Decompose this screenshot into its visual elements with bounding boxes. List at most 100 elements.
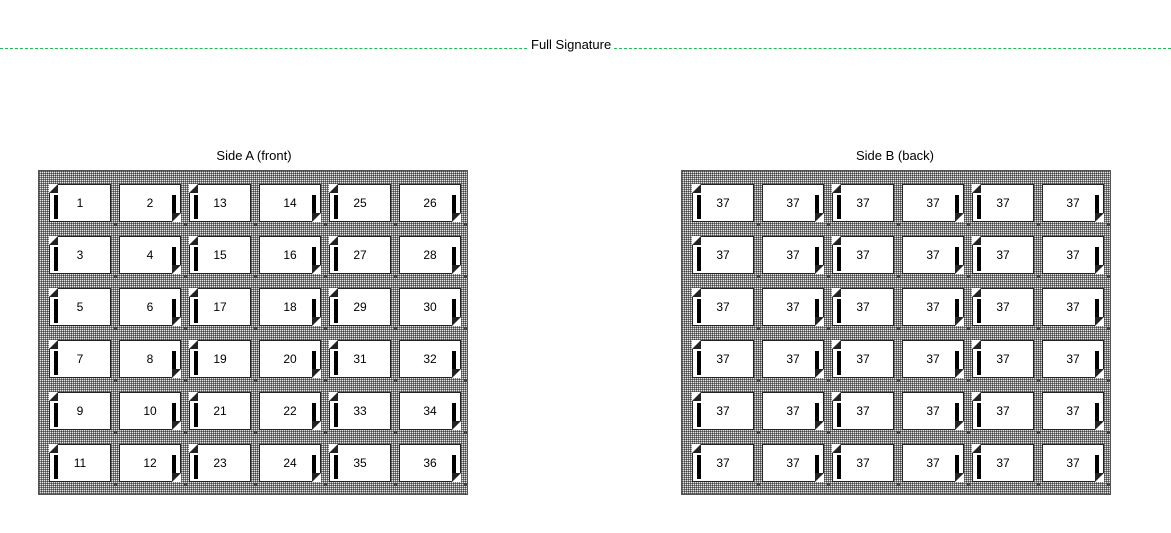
crop-mark: [114, 275, 117, 278]
page-cell-a-r4-c6[interactable]: 32: [396, 337, 467, 380]
page-cell-a-r1-c4[interactable]: 14: [256, 181, 327, 224]
page-cell-b-r5-c6[interactable]: 37: [1039, 389, 1110, 432]
page-cell-a-r6-c1[interactable]: 11: [46, 441, 117, 484]
page-cell-a-r1-c2[interactable]: 2: [116, 181, 187, 224]
page-number: 15: [213, 248, 227, 262]
page-cell-a-r5-c4[interactable]: 22: [256, 389, 327, 432]
page-cell-b-r4-c4[interactable]: 37: [899, 337, 970, 380]
page-cell-a-r1-c6[interactable]: 26: [396, 181, 467, 224]
page-cell-a-r4-c4[interactable]: 20: [256, 337, 327, 380]
page-thumbnail: 22: [259, 392, 321, 430]
page-cell-b-r4-c6[interactable]: 37: [1039, 337, 1110, 380]
page-cell-a-r3-c2[interactable]: 6: [116, 285, 187, 328]
page-cell-b-r4-c2[interactable]: 37: [759, 337, 830, 380]
page-cell-b-r3-c5[interactable]: 37: [969, 285, 1040, 328]
page-cell-b-r5-c5[interactable]: 37: [969, 389, 1040, 432]
page-cell-a-r6-c6[interactable]: 36: [396, 441, 467, 484]
page-cell-b-r2-c5[interactable]: 37: [969, 233, 1040, 276]
page-cell-a-r1-c5[interactable]: 25: [326, 181, 397, 224]
page-cell-b-r1-c3[interactable]: 37: [829, 181, 900, 224]
crop-mark: [324, 483, 327, 486]
page-cell-a-r1-c3[interactable]: 13: [186, 181, 257, 224]
dog-ear-corner-icon: [189, 236, 198, 245]
page-cell-a-r3-c5[interactable]: 29: [326, 285, 397, 328]
page-cell-b-r5-c3[interactable]: 37: [829, 389, 900, 432]
page-cell-b-r5-c4[interactable]: 37: [899, 389, 970, 432]
page-cell-b-r6-c6[interactable]: 37: [1039, 441, 1110, 484]
page-cell-b-r5-c2[interactable]: 37: [759, 389, 830, 432]
page-number: 3: [76, 248, 84, 262]
page-thumbnail: 37: [832, 340, 894, 378]
page-cell-a-r2-c1[interactable]: 3: [46, 233, 117, 276]
page-cell-a-r4-c1[interactable]: 7: [46, 337, 117, 380]
page-cell-a-r6-c4[interactable]: 24: [256, 441, 327, 484]
spine-left-icon: [977, 403, 981, 427]
dog-ear-corner-icon: [1095, 369, 1104, 378]
crop-mark: [254, 431, 257, 434]
page-cell-a-r2-c2[interactable]: 4: [116, 233, 187, 276]
page-cell-a-r5-c1[interactable]: 9: [46, 389, 117, 432]
spine-right-icon: [172, 351, 176, 375]
page-cell-a-r5-c5[interactable]: 33: [326, 389, 397, 432]
page-cell-b-r2-c1[interactable]: 37: [689, 233, 760, 276]
page-cell-b-r2-c6[interactable]: 37: [1039, 233, 1110, 276]
page-cell-a-r6-c2[interactable]: 12: [116, 441, 187, 484]
page-cell-a-r3-c4[interactable]: 18: [256, 285, 327, 328]
page-cell-b-r3-c2[interactable]: 37: [759, 285, 830, 328]
crop-mark: [394, 275, 397, 278]
crop-mark: [394, 379, 397, 382]
page-cell-a-r2-c6[interactable]: 28: [396, 233, 467, 276]
page-cell-b-r1-c6[interactable]: 37: [1039, 181, 1110, 224]
page-cell-b-r5-c1[interactable]: 37: [689, 389, 760, 432]
page-cell-a-r5-c6[interactable]: 34: [396, 389, 467, 432]
page-number: 37: [786, 456, 800, 470]
page-cell-b-r6-c1[interactable]: 37: [689, 441, 760, 484]
page-cell-b-r3-c4[interactable]: 37: [899, 285, 970, 328]
dog-ear-corner-icon: [49, 444, 58, 453]
page-cell-b-r4-c3[interactable]: 37: [829, 337, 900, 380]
page-cell-b-r6-c2[interactable]: 37: [759, 441, 830, 484]
page-thumbnail: 37: [832, 392, 894, 430]
page-cell-a-r3-c6[interactable]: 30: [396, 285, 467, 328]
page-cell-a-r6-c3[interactable]: 23: [186, 441, 257, 484]
page-cell-b-r1-c4[interactable]: 37: [899, 181, 970, 224]
page-thumbnail: 26: [399, 184, 461, 222]
page-cell-a-r3-c1[interactable]: 5: [46, 285, 117, 328]
page-cell-b-r1-c1[interactable]: 37: [689, 181, 760, 224]
dog-ear-corner-icon: [329, 236, 338, 245]
page-cell-a-r4-c2[interactable]: 8: [116, 337, 187, 380]
page-cell-b-r3-c6[interactable]: 37: [1039, 285, 1110, 328]
page-cell-b-r4-c1[interactable]: 37: [689, 337, 760, 380]
dog-ear-corner-icon: [172, 213, 181, 222]
page-cell-b-r1-c2[interactable]: 37: [759, 181, 830, 224]
page-cell-b-r6-c5[interactable]: 37: [969, 441, 1040, 484]
page-cell-a-r1-c1[interactable]: 1: [46, 181, 117, 224]
page-cell-b-r4-c5[interactable]: 37: [969, 337, 1040, 380]
crop-mark: [114, 327, 117, 330]
page-cell-b-r3-c1[interactable]: 37: [689, 285, 760, 328]
page-cell-a-r3-c3[interactable]: 17: [186, 285, 257, 328]
dog-ear-corner-icon: [815, 213, 824, 222]
dog-ear-corner-icon: [189, 184, 198, 193]
page-cell-b-r6-c4[interactable]: 37: [899, 441, 970, 484]
page-thumbnail: 34: [399, 392, 461, 430]
page-thumbnail: 37: [1042, 184, 1104, 222]
page-cell-b-r1-c5[interactable]: 37: [969, 181, 1040, 224]
page-cell-a-r4-c5[interactable]: 31: [326, 337, 397, 380]
page-cell-b-r3-c3[interactable]: 37: [829, 285, 900, 328]
page-cell-a-r6-c5[interactable]: 35: [326, 441, 397, 484]
page-cell-b-r6-c3[interactable]: 37: [829, 441, 900, 484]
page-cell-b-r2-c2[interactable]: 37: [759, 233, 830, 276]
page-cell-b-r2-c4[interactable]: 37: [899, 233, 970, 276]
page-cell-a-r4-c3[interactable]: 19: [186, 337, 257, 380]
crop-mark: [1107, 431, 1110, 434]
page-cell-a-r2-c4[interactable]: 16: [256, 233, 327, 276]
page-thumbnail: 36: [399, 444, 461, 482]
page-cell-a-r2-c5[interactable]: 27: [326, 233, 397, 276]
page-cell-a-r5-c2[interactable]: 10: [116, 389, 187, 432]
page-cell-b-r2-c3[interactable]: 37: [829, 233, 900, 276]
page-thumbnail: 14: [259, 184, 321, 222]
crop-mark: [1037, 275, 1040, 278]
page-cell-a-r5-c3[interactable]: 21: [186, 389, 257, 432]
page-cell-a-r2-c3[interactable]: 15: [186, 233, 257, 276]
